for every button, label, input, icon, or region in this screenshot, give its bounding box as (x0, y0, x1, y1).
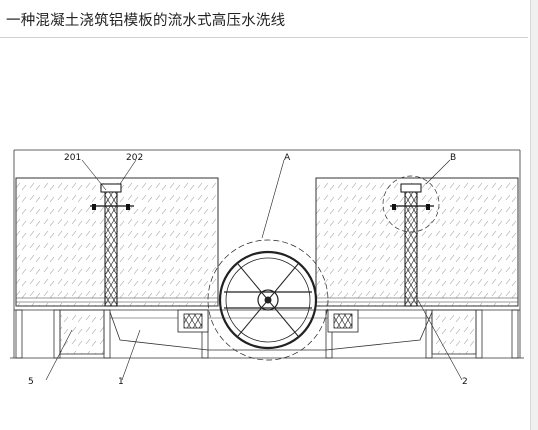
gearbox-left (177, 309, 209, 333)
title-divider (0, 37, 528, 38)
callout-a: A (284, 153, 291, 163)
support-legs (10, 309, 524, 359)
callout-5: 5 (28, 377, 34, 387)
callout-1: 1 (118, 377, 124, 387)
technical-drawing: 201 202 A B 5 1 2 (10, 149, 524, 387)
rotating-drum (207, 239, 329, 361)
left-tower (90, 183, 134, 307)
callout-b: B (450, 153, 456, 163)
callout-202: 202 (126, 153, 143, 163)
scrollbar-track[interactable] (530, 0, 538, 430)
page-title: 一种混凝土浇筑铝模板的流水式高压水洗线 (6, 13, 286, 29)
conveyor-trough (109, 311, 433, 351)
callout-2: 2 (462, 377, 468, 387)
callout-201: 201 (64, 153, 81, 163)
gearbox-right (327, 309, 359, 333)
detail-b-circle (382, 175, 440, 233)
leader-lines (45, 159, 463, 381)
title-bar: 一种混凝土浇筑铝模板的流水式高压水洗线 (0, 0, 538, 38)
right-tower (390, 183, 434, 307)
